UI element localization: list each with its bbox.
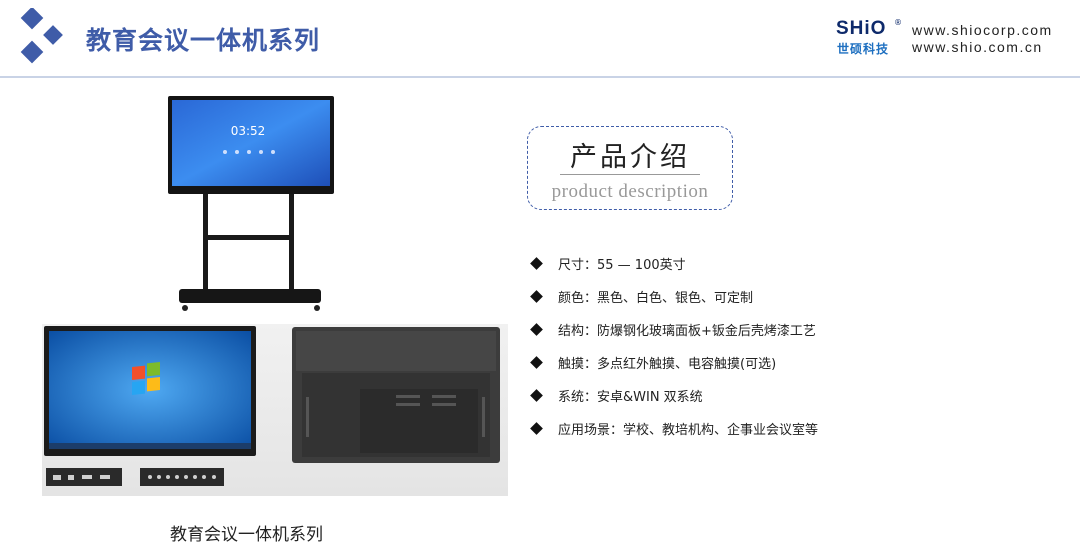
spec-label: 应用场景：学校、教培机构、企事业会议室等 <box>558 423 819 438</box>
diamond-bullet-icon <box>530 422 543 435</box>
page-title: 教育会议一体机系列 <box>86 26 321 55</box>
header-bar: 教育会议一体机系列 SHiO ® 世硕科技 www.shiocorp.com w… <box>0 0 1080 78</box>
spec-label: 结构：防爆钢化玻璃面板+钣金后壳烤漆工艺 <box>558 324 816 339</box>
spec-item-color: 颜色：黑色、白色、银色、可定制 <box>530 280 818 313</box>
diamond-logo-icon <box>20 8 63 64</box>
spec-item-size: 尺寸：55 — 100英寸 <box>530 247 818 280</box>
spec-label: 触摸：多点红外触摸、电容触摸(可选) <box>558 357 777 372</box>
url-primary: www.shiocorp.com <box>912 22 1053 38</box>
brand-name: SHiO <box>836 18 887 39</box>
spec-item-touch: 触摸：多点红外触摸、电容触摸(可选) <box>530 346 818 379</box>
product-intro-box: 产品介绍 product description <box>527 126 733 210</box>
header-divider <box>0 76 1080 78</box>
spec-item-structure: 结构：防爆钢化玻璃面板+钣金后壳烤漆工艺 <box>530 313 818 346</box>
intro-subtitle: product description <box>551 181 709 202</box>
back-panel-image <box>292 327 500 463</box>
spec-item-scenarios: 应用场景：学校、教培机构、企事业会议室等 <box>530 412 818 445</box>
diamond-bullet-icon <box>530 323 543 336</box>
spec-label: 尺寸：55 — 100英寸 <box>558 258 686 273</box>
spec-label: 颜色：黑色、白色、银色、可定制 <box>558 291 754 306</box>
intro-title: 产品介绍 <box>570 142 690 173</box>
spec-list: 尺寸：55 — 100英寸 颜色：黑色、白色、银色、可定制 结构：防爆钢化玻璃面… <box>530 247 818 445</box>
stand-clock: 03:52 <box>231 124 266 138</box>
brand-subtitle: 世硕科技 <box>837 42 890 56</box>
diamond-bullet-icon <box>530 257 543 270</box>
diamond-bullet-icon <box>530 356 543 369</box>
diamond-bullet-icon <box>530 389 543 402</box>
website-urls: www.shiocorp.com www.shio.com.cn <box>912 22 1053 56</box>
url-secondary: www.shio.com.cn <box>912 39 1043 55</box>
stand-display-image: 03:52 <box>168 96 334 311</box>
spec-label: 系统：安卓&WIN 双系统 <box>558 390 703 405</box>
intro-divider <box>560 174 700 175</box>
image-caption: 教育会议一体机系列 <box>170 525 323 545</box>
diamond-bullet-icon <box>530 290 543 303</box>
brand-logo: SHiO ® 世硕科技 <box>836 18 902 56</box>
registered-mark: ® <box>894 18 902 27</box>
spec-item-system: 系统：安卓&WIN 双系统 <box>530 379 818 412</box>
front-panel-image <box>44 326 256 486</box>
